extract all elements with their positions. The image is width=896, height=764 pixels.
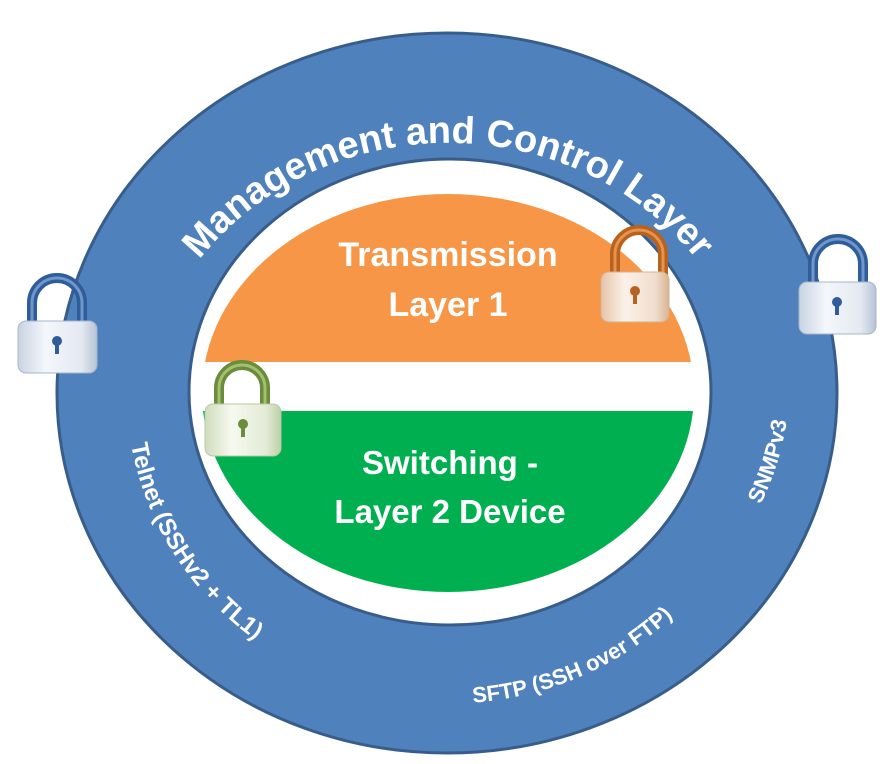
lock-icon: [600, 225, 670, 323]
switching-label-line2: Layer 2 Device: [334, 493, 565, 530]
transmission-label-line2: Layer 1: [388, 286, 507, 324]
lock-icon: [17, 273, 98, 374]
lock-icon: [204, 360, 282, 457]
switching-label-line1: Switching -: [362, 444, 538, 481]
lock-icon: [798, 234, 877, 335]
transmission-label-line1: Transmission: [338, 236, 557, 274]
